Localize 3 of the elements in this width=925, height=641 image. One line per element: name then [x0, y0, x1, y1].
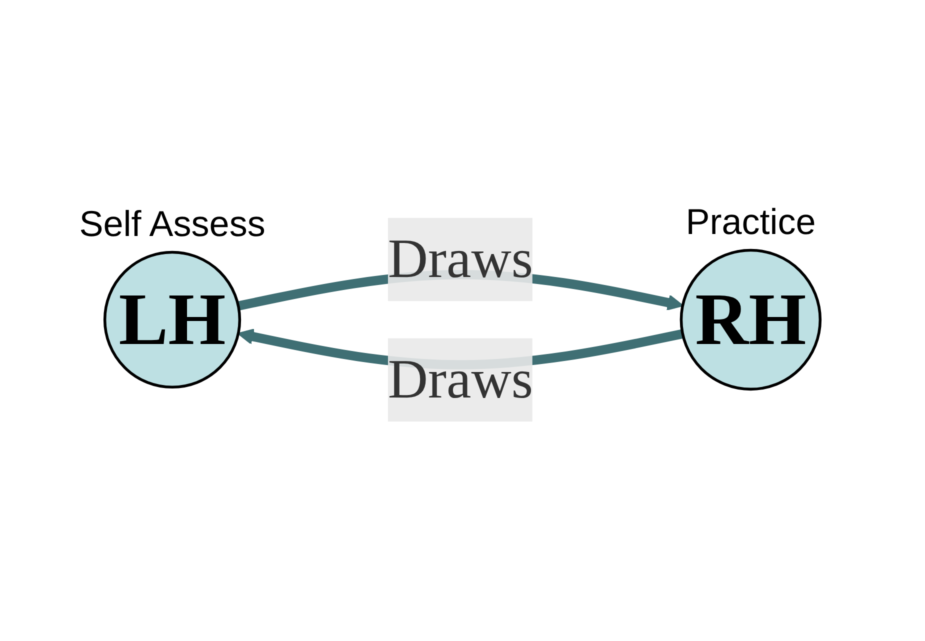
node-circle — [103, 251, 242, 389]
node-circle — [680, 249, 822, 391]
node-caption: Practice — [686, 200, 816, 243]
